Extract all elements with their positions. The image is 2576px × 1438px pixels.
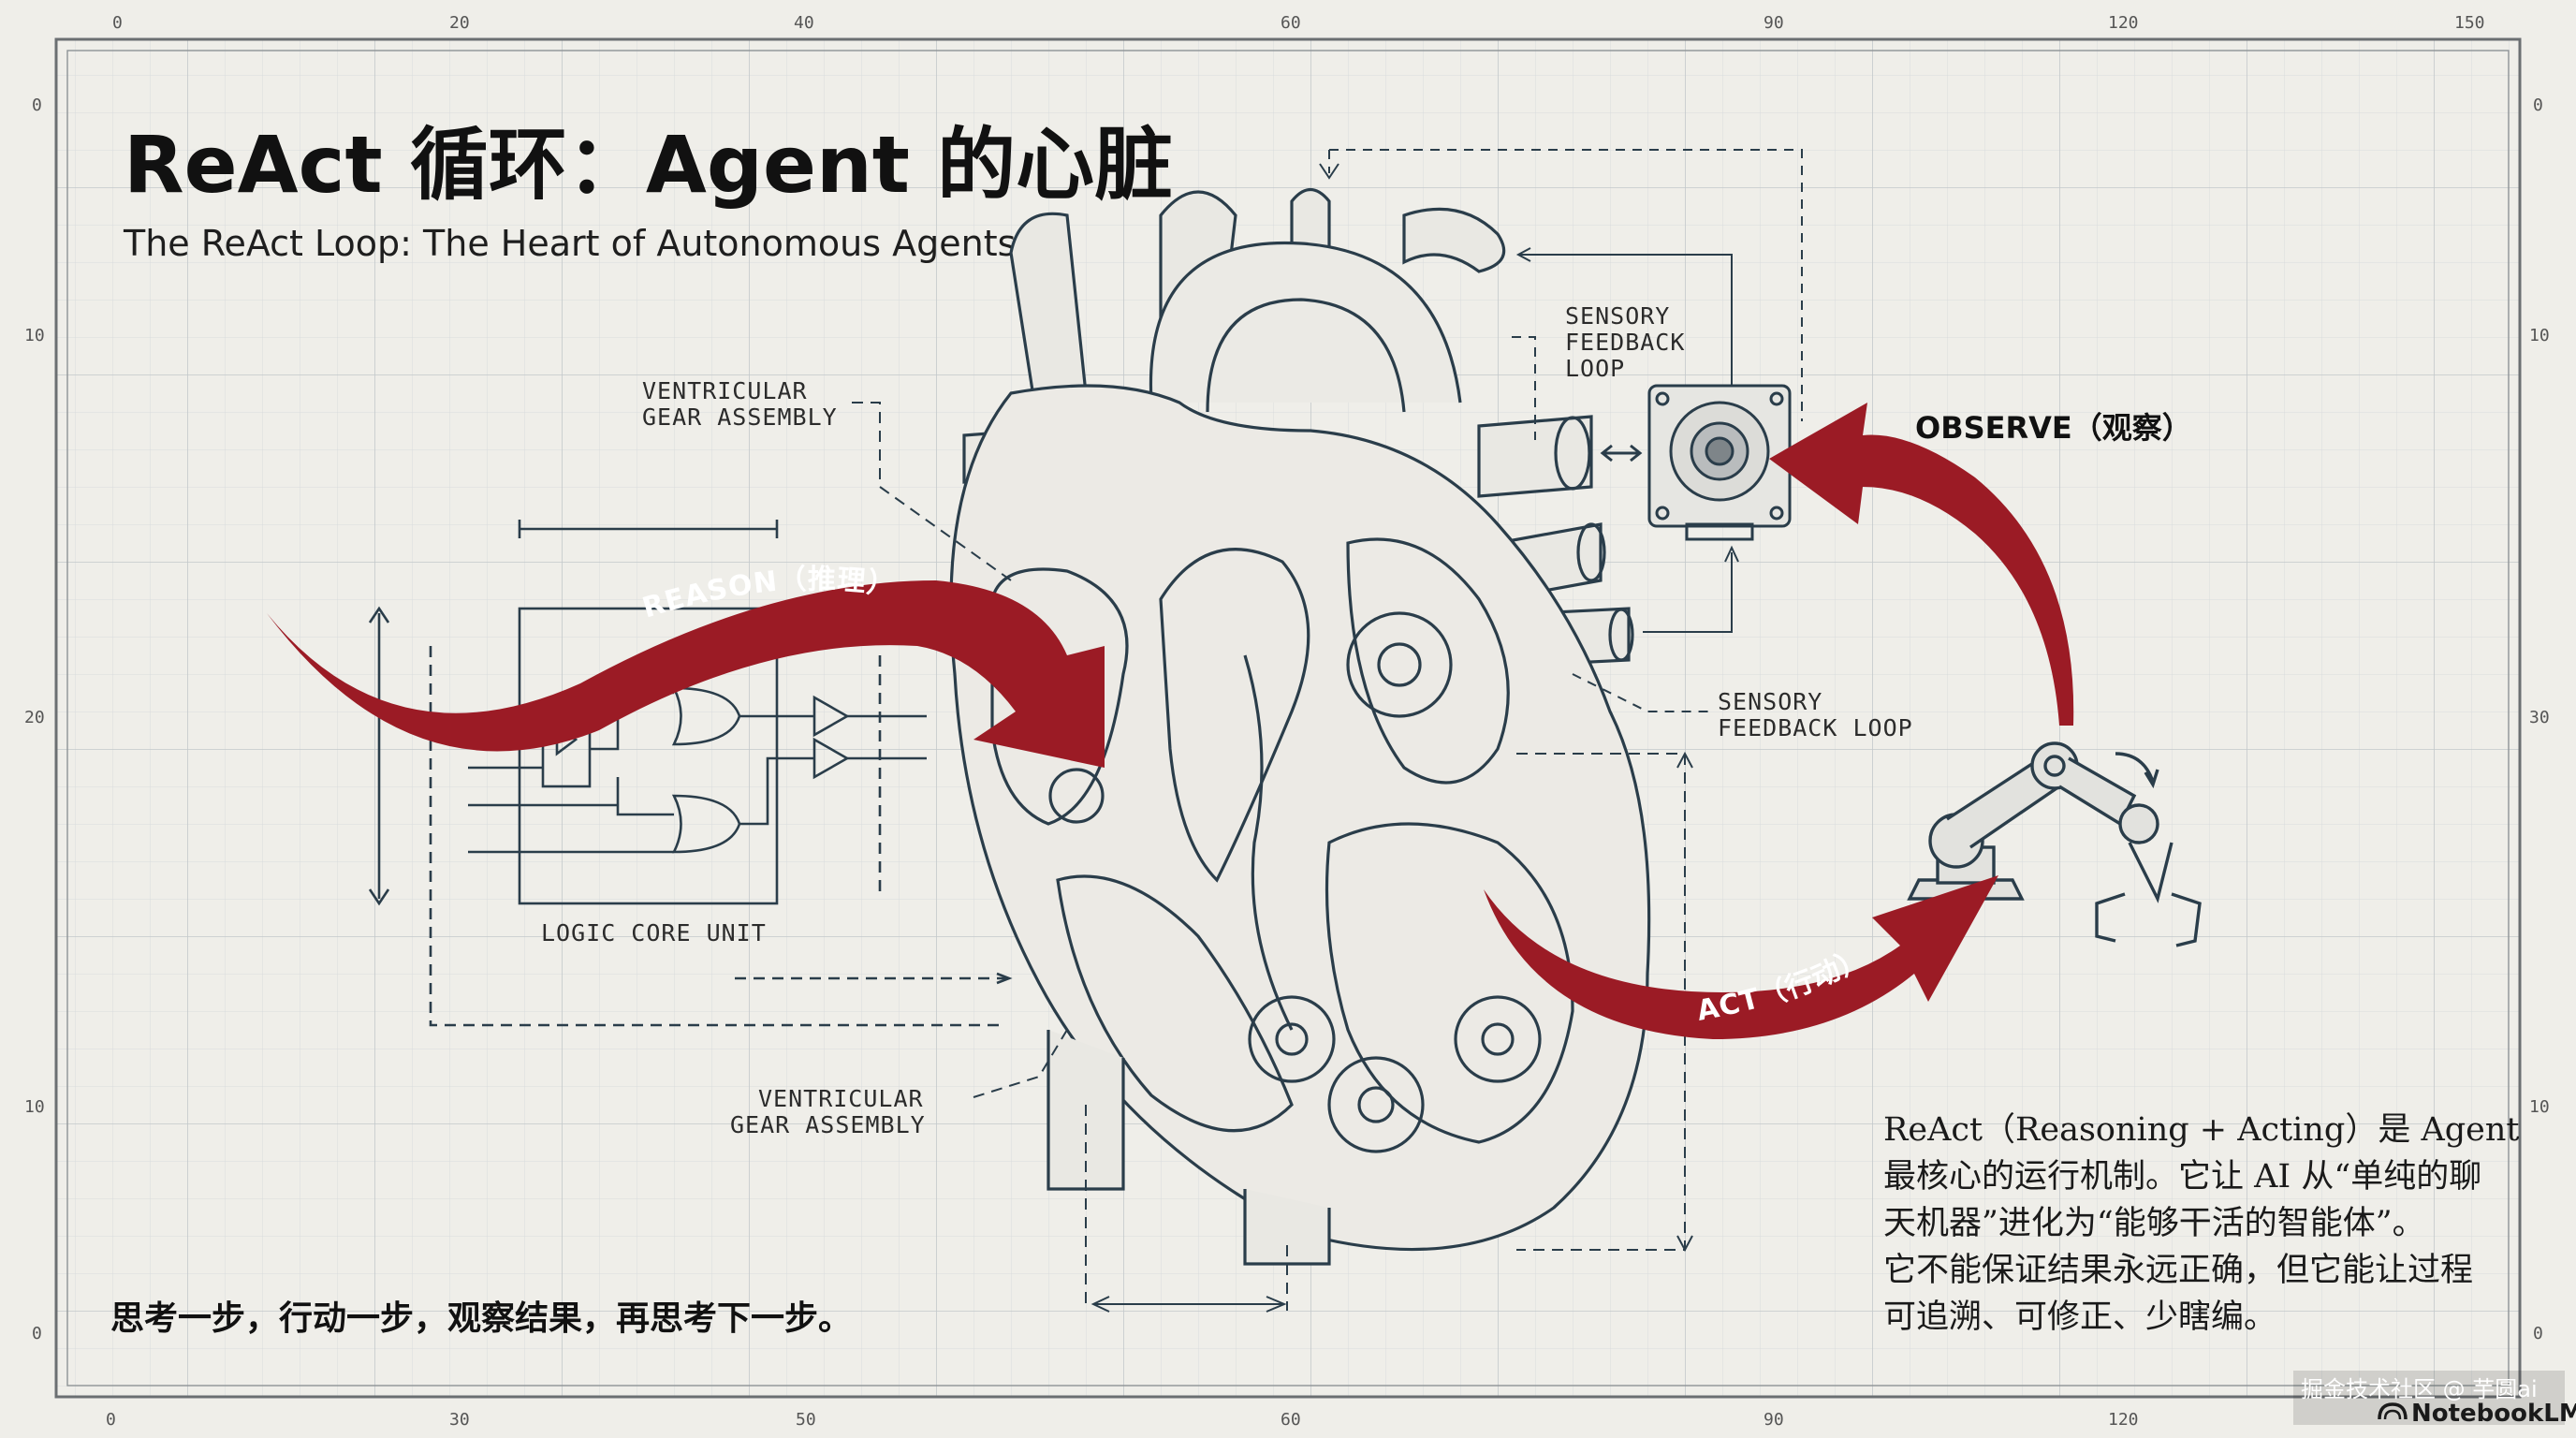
ruler-top-label: 120 xyxy=(2108,13,2139,33)
ruler-top-label: 20 xyxy=(449,13,470,33)
notebooklm-logo-icon xyxy=(2378,1402,2408,1420)
ventricular-bottom-label-1: VENTRICULAR xyxy=(758,1085,924,1112)
ruler-left: 0 10 20 10 0 xyxy=(24,95,45,1343)
description-line: 最核心的运行机制。它让 AI 从“单纯的聊 xyxy=(1883,1158,2481,1196)
ruler-bottom-label: 60 xyxy=(1281,1410,1301,1430)
sensor-device-icon xyxy=(1600,384,1792,541)
ruler-bottom-label: 90 xyxy=(1764,1410,1784,1430)
heart-illustration xyxy=(949,187,1651,1266)
ruler-top-label: 90 xyxy=(1764,13,1784,33)
ruler-bottom-label: 50 xyxy=(796,1410,816,1430)
description-block: ReAct（Reasoning + Acting）是 Agent 最核心的运行机… xyxy=(1883,1111,2519,1336)
sensory-mid-label-1: SENSORY xyxy=(1718,688,1822,715)
ruler-right-label: 0 xyxy=(2533,95,2543,115)
description-line: 它不能保证结果永远正确，但它能让过程 xyxy=(1883,1252,2473,1289)
ruler-right-label: 10 xyxy=(2529,1097,2550,1117)
page-subtitle: The ReAct Loop: The Heart of Autonomous … xyxy=(123,223,1016,264)
sensory-top-label-1: SENSORY xyxy=(1565,302,1670,330)
watermark-backdrop xyxy=(2293,1371,2565,1425)
brand-name: NotebookLM xyxy=(2411,1400,2576,1428)
sensory-mid-label-2: FEEDBACK LOOP xyxy=(1718,714,1913,741)
page-title: ReAct 循环：Agent 的心脏 xyxy=(124,119,1173,211)
ruler-bottom-label: 30 xyxy=(449,1410,470,1430)
ruler-bottom: 0 30 50 60 90 120 xyxy=(106,1410,2139,1430)
ruler-bottom-label: 0 xyxy=(106,1410,116,1430)
description-line: 天机器”进化为“能够干活的智能体”。 xyxy=(1883,1205,2425,1242)
ruler-left-label: 10 xyxy=(24,1097,45,1117)
ruler-right-label: 10 xyxy=(2529,326,2550,345)
observe-label: OBSERVE（观察） xyxy=(1915,410,2192,446)
ruler-left-label: 0 xyxy=(32,95,42,115)
ruler-top-label: 40 xyxy=(794,13,814,33)
observe-arrow xyxy=(1769,403,2074,726)
logic-core-label: LOGIC CORE UNIT xyxy=(541,919,767,946)
ruler-top: 0 20 40 60 90 120 150 xyxy=(112,13,2485,33)
sensory-top-label-2: FEEDBACK xyxy=(1565,329,1685,356)
ruler-top-label: 60 xyxy=(1281,13,1301,33)
ruler-right: 0 10 30 10 0 xyxy=(2529,95,2550,1343)
ruler-left-label: 0 xyxy=(32,1324,42,1343)
ventricular-top-label-2: GEAR ASSEMBLY xyxy=(642,404,838,431)
ruler-top-label: 150 xyxy=(2454,13,2485,33)
ruler-left-label: 20 xyxy=(24,708,45,727)
ruler-right-label: 30 xyxy=(2529,708,2550,727)
watermark: 掘金技术社区 @ 芋圆ai xyxy=(2301,1376,2538,1402)
ventricular-bottom-label-2: GEAR ASSEMBLY xyxy=(730,1111,926,1138)
ruler-left-label: 10 xyxy=(24,326,45,345)
callout-leaders xyxy=(852,149,1803,1313)
ruler-top-label: 0 xyxy=(112,13,123,33)
description-line: ReAct（Reasoning + Acting）是 Agent xyxy=(1883,1111,2519,1149)
ruler-right-label: 0 xyxy=(2533,1324,2543,1343)
sensory-top-label-3: LOOP xyxy=(1565,355,1625,382)
summary-tagline: 思考一步，行动一步，观察结果，再思考下一步。 xyxy=(110,1299,852,1338)
ventricular-top-label-1: VENTRICULAR xyxy=(642,377,808,404)
description-line: 可追溯、可修正、少瞎编。 xyxy=(1883,1299,2276,1336)
ruler-bottom-label: 120 xyxy=(2108,1410,2139,1430)
